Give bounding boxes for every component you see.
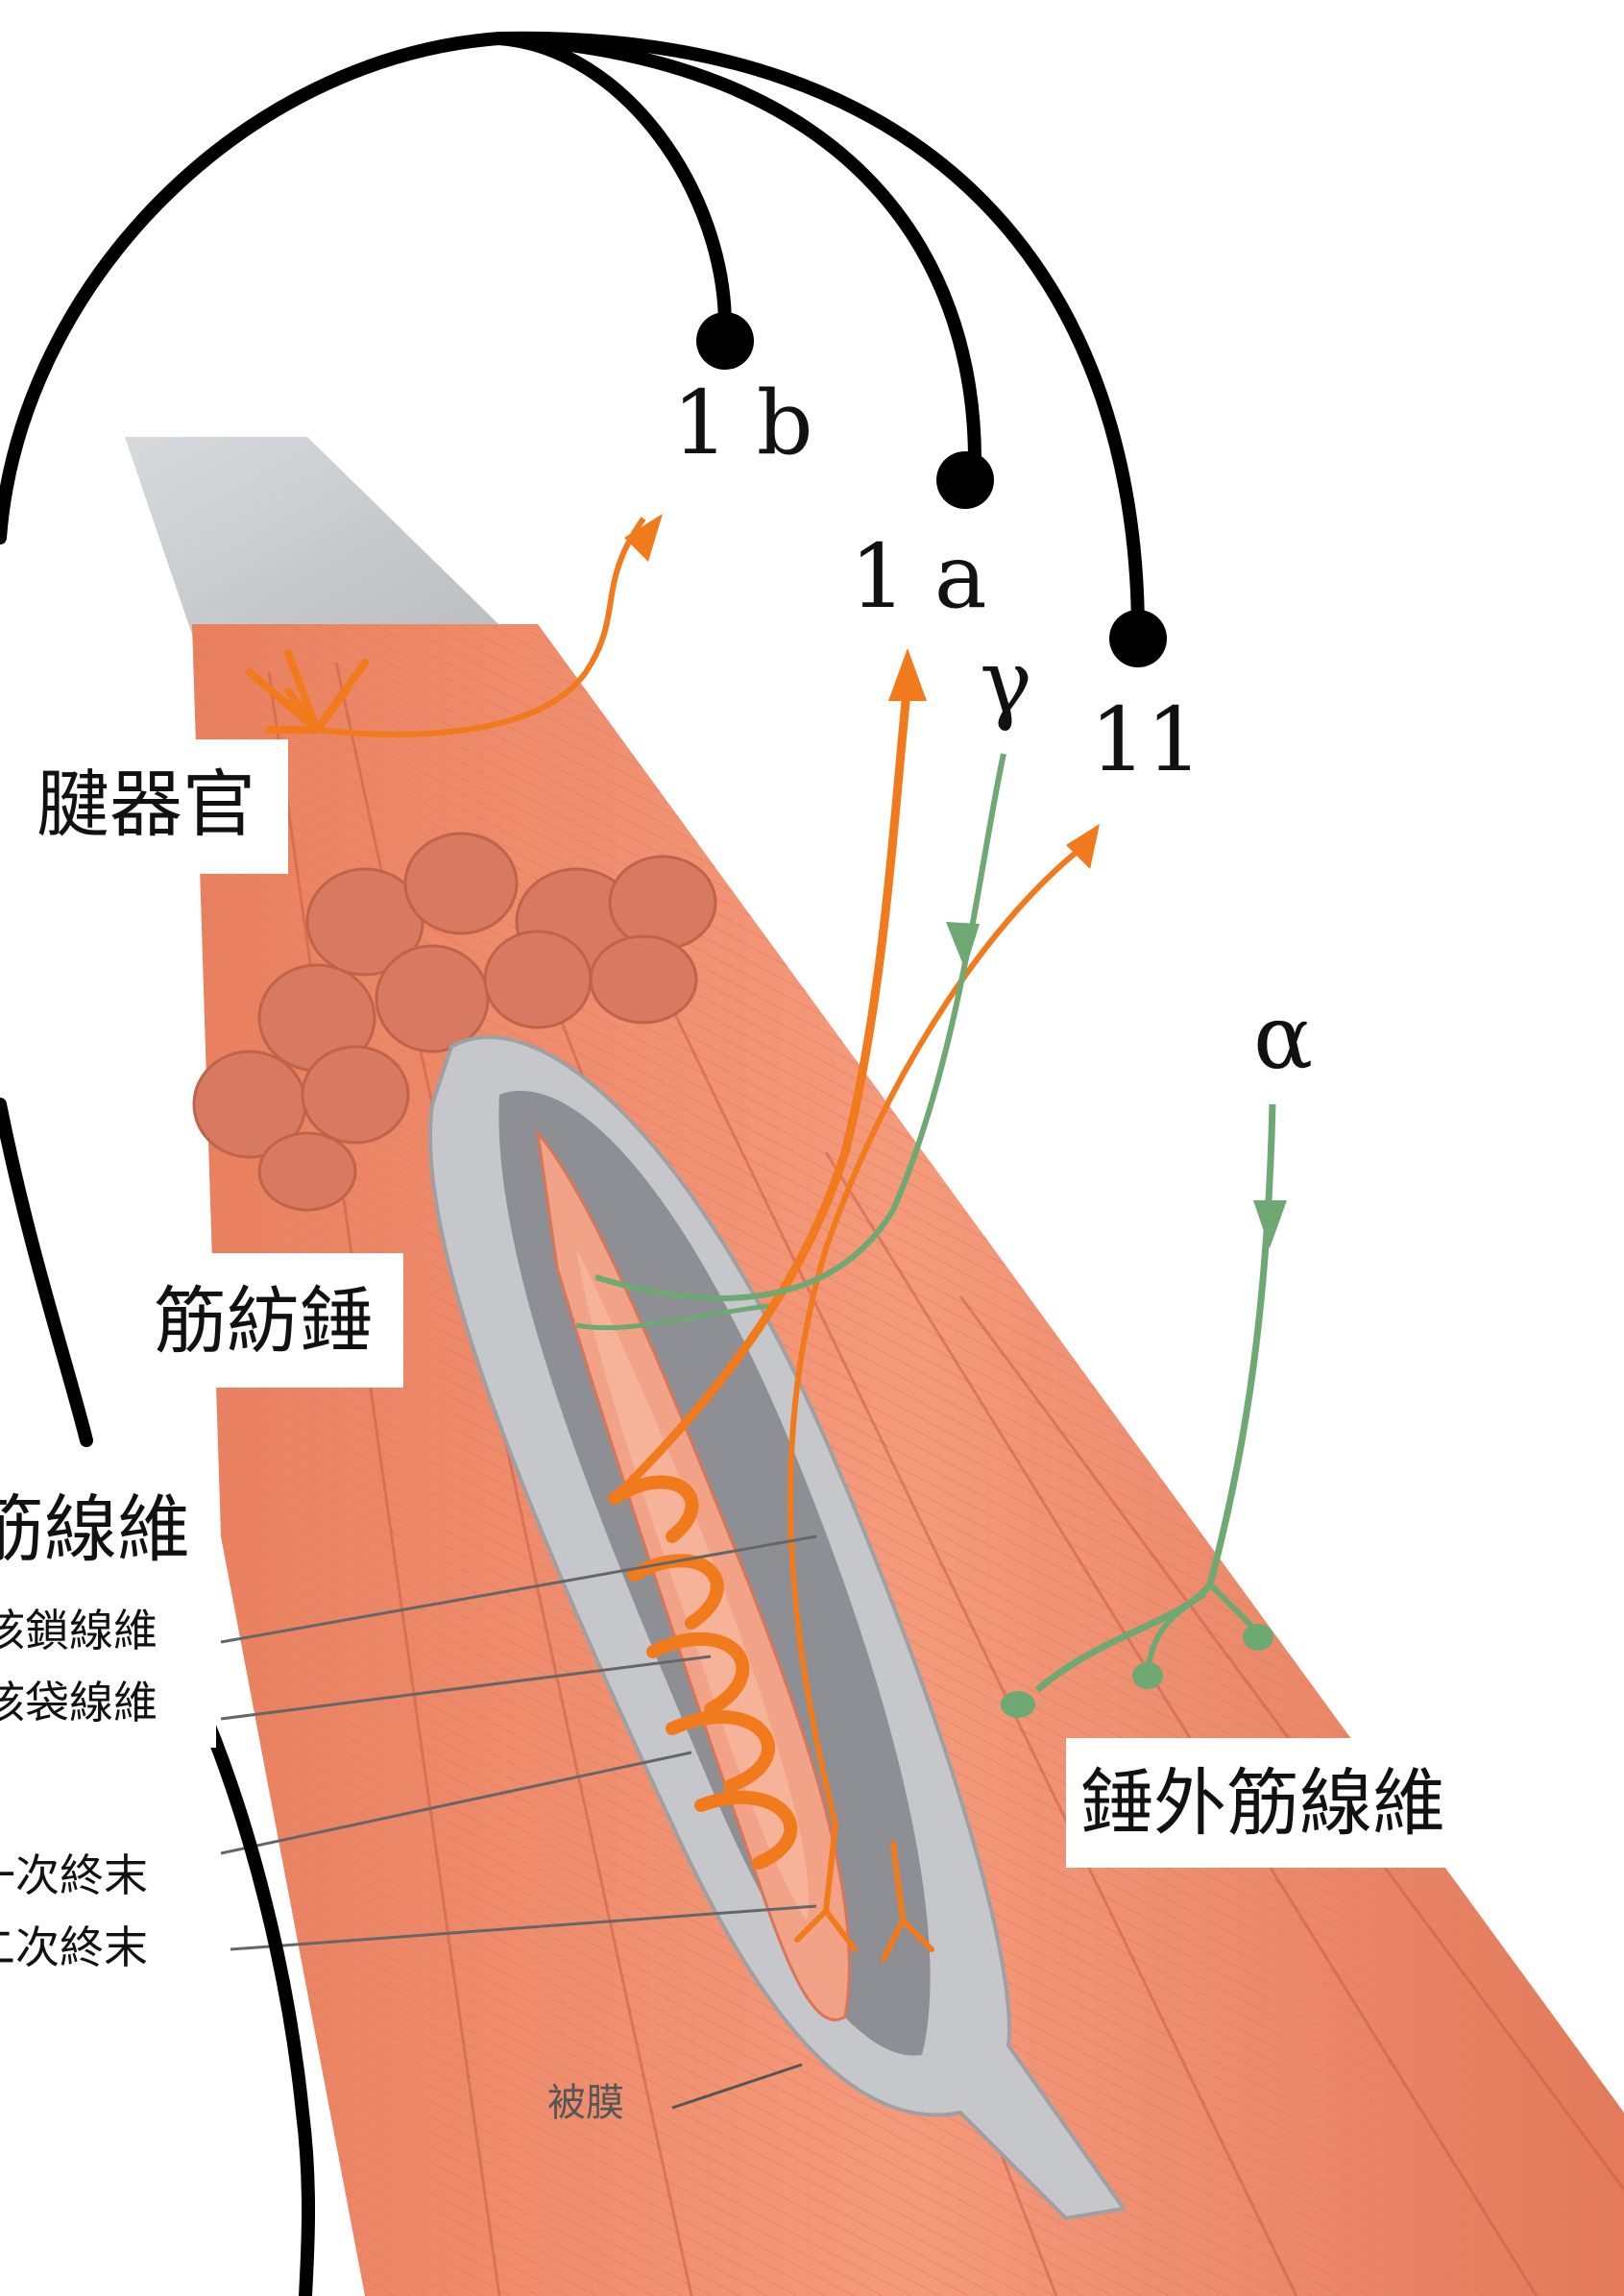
tendon-organ-label: 腱器官 <box>36 768 255 841</box>
ia-arc-dot <box>936 451 994 509</box>
intrafusal-fiber-label: 筋線維 <box>0 1493 190 1566</box>
ia-nerve-label: 1 a <box>850 533 987 621</box>
capsule-label: 被膜 <box>547 2084 624 2122</box>
nuclear-bag-label: 核袋線維 <box>0 1680 158 1725</box>
ii-arc <box>499 38 1138 634</box>
ib-nerve-label: 1 b <box>672 379 813 468</box>
ii-arrowhead <box>1066 824 1100 869</box>
nuclear-chain-label: 核鎖線維 <box>0 1608 158 1653</box>
ib-arc <box>499 38 725 326</box>
lower-arc-left <box>0 1104 86 1440</box>
ia-arrowhead <box>888 648 927 701</box>
ib-arc-dot <box>696 312 754 370</box>
ii-nerve-label: 11 <box>1090 696 1202 785</box>
alpha-arrowhead <box>1253 1200 1287 1248</box>
gamma-nerve-label: γ <box>980 639 1032 727</box>
primary-ending-label: 一次終末 <box>0 1853 148 1897</box>
alpha-nerve-label: α <box>1253 994 1313 1082</box>
muscle-spindle-label: 筋紡錘 <box>154 1285 373 1358</box>
ii-arc-dot <box>1109 610 1167 667</box>
secondary-ending-label: 二次終末 <box>0 1925 148 1970</box>
extrafusal-fiber-label: 錘外筋線維 <box>1080 1767 1445 1840</box>
